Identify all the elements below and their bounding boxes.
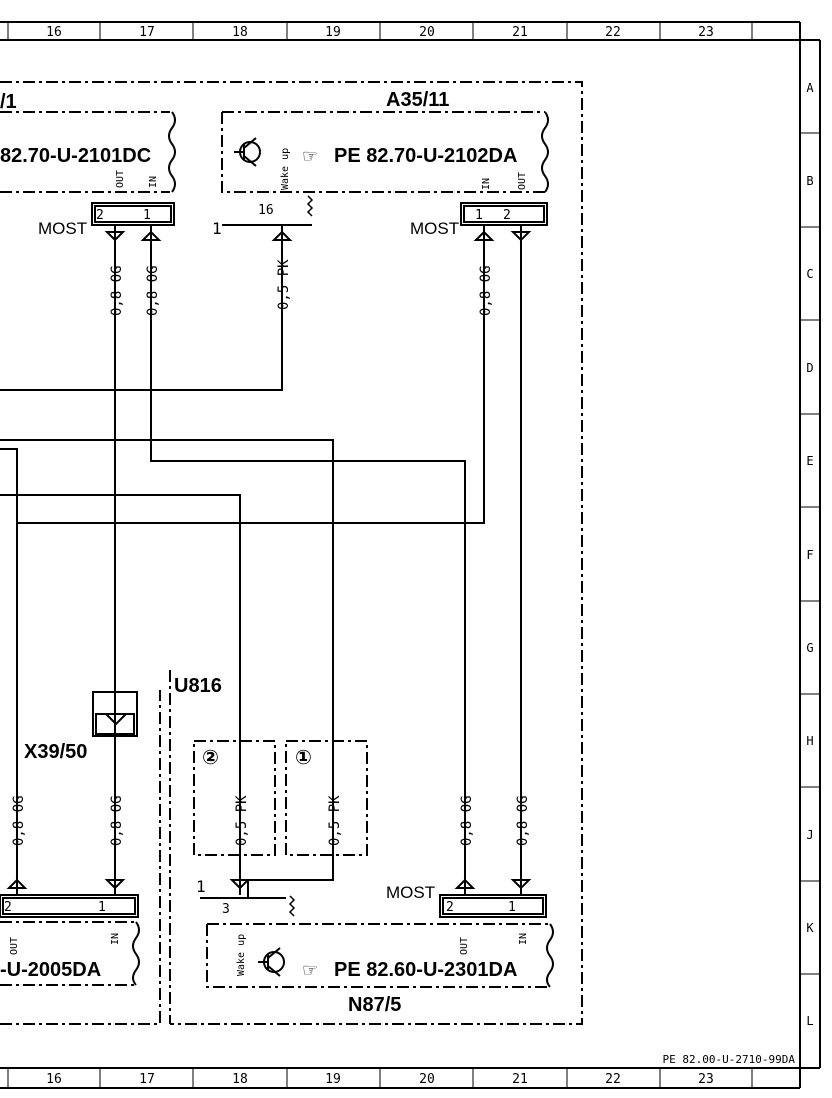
pin-number: 1: [143, 208, 151, 223]
row-label: A: [806, 81, 814, 95]
wires: [0, 225, 522, 898]
col-label: 18: [232, 25, 248, 40]
row-label: D: [806, 361, 813, 375]
pointing-hand-icon: ☞: [302, 960, 318, 980]
pin-number: 2: [4, 900, 12, 915]
row-label: F: [806, 548, 813, 562]
a35-label: A35/11: [386, 89, 449, 111]
most-label: MOST: [38, 219, 87, 238]
pin-number: 1: [196, 877, 206, 896]
wire-label: 0,8 OG: [109, 265, 125, 316]
col-label: 17: [139, 1072, 155, 1087]
zigzag-symbols: [288, 195, 314, 917]
in-label: IN: [148, 176, 159, 188]
pin-number: 16: [258, 203, 274, 218]
col-label: 20: [419, 25, 435, 40]
a35-pe-ref: PE 82.70-U-2102DA: [334, 145, 517, 167]
wake-label: Wake up: [236, 934, 247, 976]
col-label: 22: [605, 1072, 621, 1087]
row-label: E: [806, 454, 813, 468]
wire-label: 0,5 PK: [234, 795, 250, 846]
in-label: IN: [481, 178, 492, 190]
wire-label: 0,8 OG: [109, 795, 125, 846]
row-label: G: [806, 641, 813, 655]
wire-label: 0,8 OG: [459, 795, 475, 846]
wake-label: Wake up: [280, 148, 291, 190]
arrow-markers: [6, 230, 532, 890]
most-label: MOST: [386, 883, 435, 902]
connector-blocks: [0, 202, 548, 918]
pin-number: 2: [503, 208, 511, 223]
col-label: 21: [512, 25, 528, 40]
row-label: H: [806, 734, 813, 748]
wire-label: 0,8 OG: [515, 795, 531, 846]
wire-label: 0,5 PK: [327, 795, 343, 846]
left-top-pe-ref: 82.70-U-2101DC: [0, 145, 151, 167]
n87-label: N87/5: [348, 994, 401, 1016]
wire-label: 0,8 OG: [478, 265, 494, 316]
module-boundaries: [0, 81, 583, 1025]
pin-number: 3: [222, 902, 230, 917]
svg-text:☞: ☞: [302, 146, 318, 166]
col-label: 18: [232, 1072, 248, 1087]
transistor-icon: [234, 137, 261, 167]
u816-label: U816: [174, 675, 222, 697]
col-label: 20: [419, 1072, 435, 1087]
circle-marker-1: ①: [295, 747, 312, 769]
pointing-hand-icon: ☞: [302, 146, 318, 166]
column-labels-top: 16 17 18 19 20 21 22 23: [46, 25, 714, 40]
pin-function-labels: OUT IN Wake up IN OUT OUT IN Wake up OUT…: [9, 148, 529, 976]
col-label: 23: [698, 1072, 714, 1087]
col-label: 21: [512, 1072, 528, 1087]
pin-numbers: 2 1 1 2 16 1 2 1 2 1 3 1: [4, 203, 516, 917]
col-label: 17: [139, 25, 155, 40]
pin-number: 1: [212, 219, 222, 238]
wavy-edges: [132, 111, 554, 988]
pin-number: 2: [446, 900, 454, 915]
circle-marker-2: ②: [202, 747, 219, 769]
row-label: K: [806, 921, 814, 935]
in-label: IN: [518, 933, 529, 945]
wire-labels: 0,8 OG 0,8 OG 0,5 PK 0,8 OG 0,8 OG 0,8 O…: [11, 259, 531, 846]
wire-label: 0,8 OG: [145, 265, 161, 316]
document-reference: PE 82.00-U-2710-99DA: [663, 1053, 796, 1066]
pin-number: 1: [508, 900, 516, 915]
col-label: 22: [605, 25, 621, 40]
wire-label: 0,8 OG: [11, 795, 27, 846]
out-label: OUT: [459, 937, 470, 955]
n87-pe-ref: PE 82.60-U-2301DA: [334, 959, 517, 981]
out-label: OUT: [517, 172, 528, 190]
row-labels: A B C D E F G H J K L: [806, 81, 814, 1028]
wire-label: 0,5 PK: [276, 259, 292, 310]
svg-text:☞: ☞: [302, 960, 318, 980]
row-label: B: [806, 174, 813, 188]
out-label: OUT: [9, 937, 20, 955]
pin-number: 2: [96, 208, 104, 223]
most-label: MOST: [410, 219, 459, 238]
col-label: 16: [46, 1072, 62, 1087]
col-label: 16: [46, 25, 62, 40]
col-label: 19: [325, 25, 341, 40]
column-labels-bottom: 16 17 18 19 20 21 22 23: [46, 1072, 714, 1087]
row-label: C: [806, 267, 813, 281]
out-label: OUT: [115, 170, 126, 188]
col-label: 23: [698, 25, 714, 40]
transistor-icon: [258, 947, 285, 977]
left-top-ref: /1: [0, 91, 17, 113]
row-label: L: [806, 1014, 813, 1028]
col-label: 19: [325, 1072, 341, 1087]
pin-number: 1: [98, 900, 106, 915]
pin-number: 1: [475, 208, 483, 223]
x39-label: X39/50: [24, 741, 87, 763]
left-bottom-pe-ref: -U-2005DA: [0, 959, 101, 981]
sheet-frame: [0, 21, 821, 1089]
row-label: J: [806, 828, 813, 842]
in-label: IN: [110, 933, 121, 945]
